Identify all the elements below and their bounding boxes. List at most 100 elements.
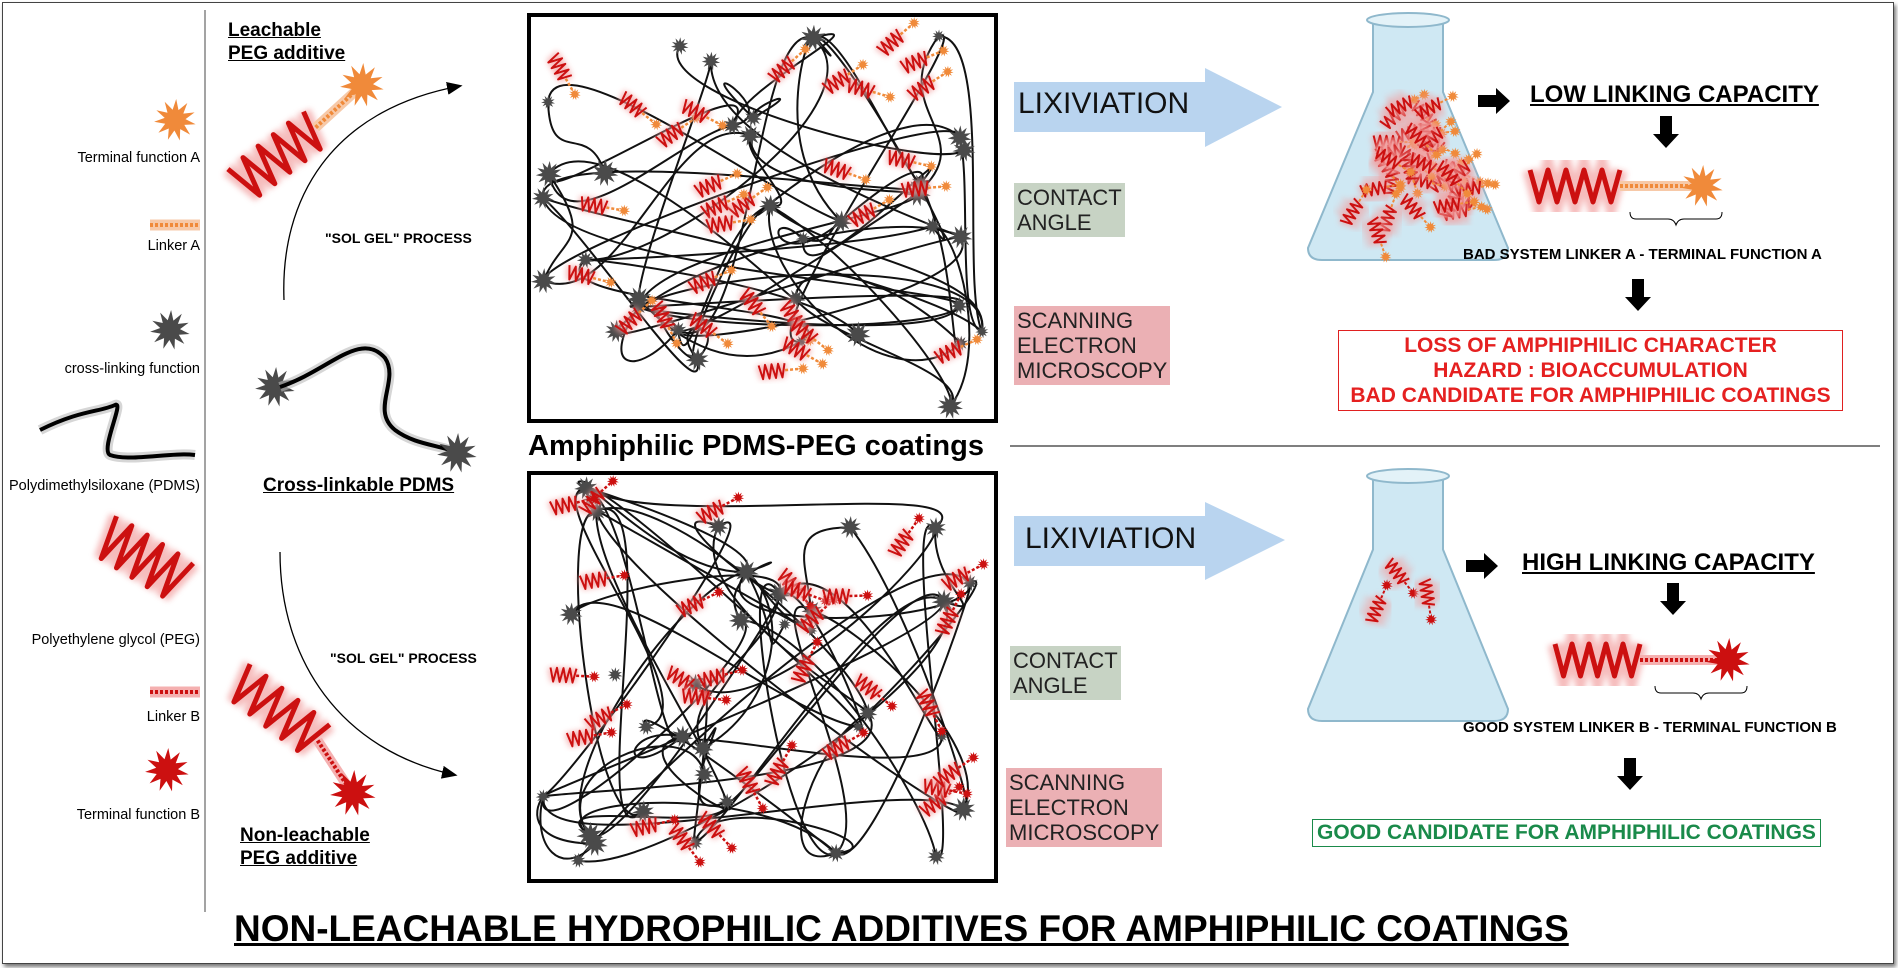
contact-angle-bottom-l2: ANGLE [1013,673,1088,698]
crosslink-node [778,617,791,631]
down-arrow-icon [1617,758,1643,790]
lixiviation-arrow-top [1014,68,1282,147]
lixiviation-label-top: LIXIVIATION [1018,87,1190,120]
peg-chain [821,68,850,94]
crosslink-node [692,737,714,759]
peg-chain [1432,197,1461,214]
brace-top [1629,211,1723,227]
nonleachable-peg-molecule [227,661,376,816]
crosslink-node [576,251,595,269]
terminal-a-star [340,63,384,107]
legend-terminal-b-label: Terminal function B [76,807,200,823]
crosslink-node [932,29,946,43]
pdms-strand [578,570,747,836]
pdms-strand [793,606,848,854]
terminal-node [604,276,617,289]
crosslink-node [923,217,942,236]
peg-chain [1410,152,1438,174]
legend-crosslink-label: cross-linking function [64,361,200,377]
terminal-node [732,491,745,504]
crosslink-node [728,607,753,632]
pdms-strand [958,137,983,333]
peg-chain [578,571,607,590]
peg-chain [848,77,876,99]
terminal-node [886,700,898,712]
terminal-a-star [154,99,196,141]
pdms-strand [547,124,733,203]
terminal-node [822,344,834,356]
pdms-strand [638,304,961,327]
system-bottom: GOOD SYSTEM LINKER B - TERMINAL FUNCTION… [1463,719,1837,736]
peg-chain [705,215,733,234]
crosslink-node [701,51,721,71]
crosslink-node [975,325,989,339]
down-arrow-icon [1660,583,1686,615]
peg-chain [1367,216,1387,244]
peg-chain [568,265,596,286]
pdms-strand [778,582,943,739]
linker [899,22,915,36]
peg-chain [668,822,695,851]
crosslink-node [570,852,586,868]
crosslink-node [632,800,655,823]
linker [806,354,824,366]
crosslink-node [937,393,963,419]
pdms-strand [731,33,835,126]
peg-chain [934,606,959,635]
terminal-node [1461,187,1473,200]
linker [960,338,978,349]
terminal-node [1449,147,1461,160]
terminal-node [935,725,948,737]
sem-bottom-l3: MICROSCOPY [1009,820,1160,845]
pdms-strand [758,583,837,856]
peg-chain [1384,557,1410,585]
legend-linker-a-label: Linker A [147,238,200,254]
crosslink-node [530,268,557,294]
terminal-node [725,264,738,276]
peg-chain [918,790,947,817]
pdms-strand [542,796,964,826]
peg-chain [695,499,724,524]
terminal-node [1430,148,1443,161]
terminal-node [765,320,778,333]
terminal-a-star [1681,165,1723,207]
sem-top-l1: SCANNING [1017,308,1134,333]
linker [600,480,614,493]
pdms-strand [585,487,944,529]
peg-chain [1527,167,1623,205]
right-arrows [1466,88,1686,790]
peg-chain [697,810,726,839]
terminal-node [955,588,967,600]
crosslink-node [826,843,846,863]
legend-pdms-label: Polydimethylsiloxane (PDMS) [9,478,200,494]
pdms-strand [542,601,945,798]
crosslink-node [671,725,694,748]
peg-chain [795,605,824,633]
terminal-node [1394,182,1407,195]
terminal-b-star [1706,638,1750,682]
legend-terminal-a-label: Terminal function A [77,150,200,166]
terminal-node [1404,166,1417,178]
sem-top: SCANNING ELECTRON MICROSCOPY [1014,306,1171,385]
pdms-strand [694,527,937,694]
pdms-chain [39,402,196,460]
terminal-node [940,180,952,193]
pdms-strand [542,712,873,798]
contact-angle-bottom: CONTACT ANGLE [1010,646,1121,700]
terminal-node [712,586,725,599]
terminal-node [856,58,869,71]
down-arrow-icon [1625,279,1651,311]
terminal-node [618,569,631,582]
peg-chain [655,121,684,148]
contact-angle-top-l1: CONTACT [1017,185,1122,210]
peg-chain [1436,159,1463,187]
sem-top-l3: MICROSCOPY [1017,358,1168,383]
crosslink-node [591,159,619,187]
terminal-b-star [145,748,189,792]
peg-chain [1413,97,1442,120]
terminal-node [1470,147,1483,160]
crosslink-node [924,517,947,539]
pdms-strand [542,197,961,307]
sol-gel-arrow-top [283,81,463,301]
down-arrow-icon [1653,116,1679,148]
